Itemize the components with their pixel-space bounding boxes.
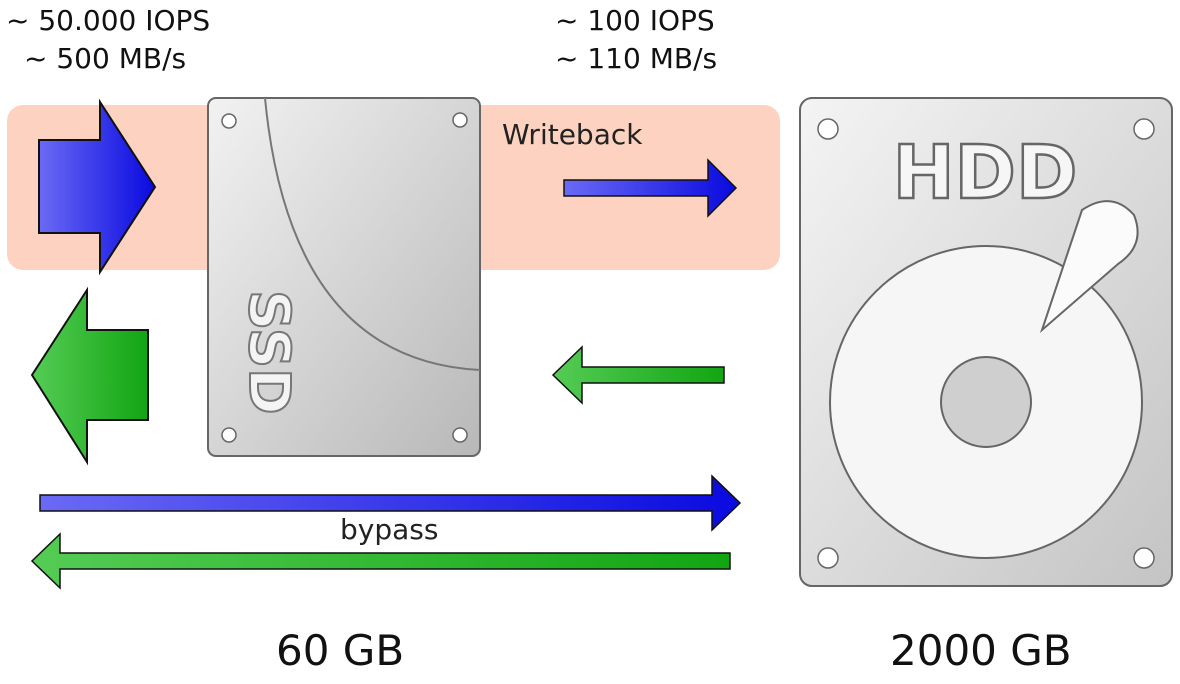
hdd-capacity: 2000 GB: [890, 626, 1072, 675]
bypass-label: bypass: [340, 513, 439, 546]
read-head-icon: [1039, 200, 1139, 334]
ssd-drive: SSD: [207, 97, 481, 457]
screw-icon: [452, 112, 468, 128]
hdd-label: HDD: [893, 130, 1078, 216]
writeback-label: Writeback: [502, 118, 643, 151]
read-out-arrow-icon: [30, 286, 149, 466]
screw-icon: [221, 113, 237, 129]
ssd-capacity: 60 GB: [276, 626, 405, 675]
spindle-icon: [940, 356, 1032, 448]
ssd-throughput: ~ 500 MB/s: [24, 42, 187, 75]
screw-icon: [221, 427, 237, 443]
cache-fill-arrow-icon: [551, 345, 725, 405]
hdd-iops: ~ 100 IOPS: [555, 4, 715, 37]
ssd-iops: ~ 50.000 IOPS: [6, 4, 211, 37]
screw-icon: [817, 547, 839, 569]
screw-icon: [817, 118, 839, 140]
write-in-arrow-icon: [38, 98, 157, 276]
screw-icon: [452, 427, 468, 443]
ssd-label: SSD: [236, 290, 301, 415]
bypass-write-arrow-icon: [39, 474, 742, 532]
screw-icon: [1133, 118, 1155, 140]
writeback-arrow-icon: [563, 158, 738, 218]
hdd-throughput: ~ 110 MB/s: [555, 42, 718, 75]
screw-icon: [1133, 547, 1155, 569]
bypass-read-arrow-icon: [30, 532, 731, 590]
hdd-drive: HDD: [799, 97, 1173, 587]
